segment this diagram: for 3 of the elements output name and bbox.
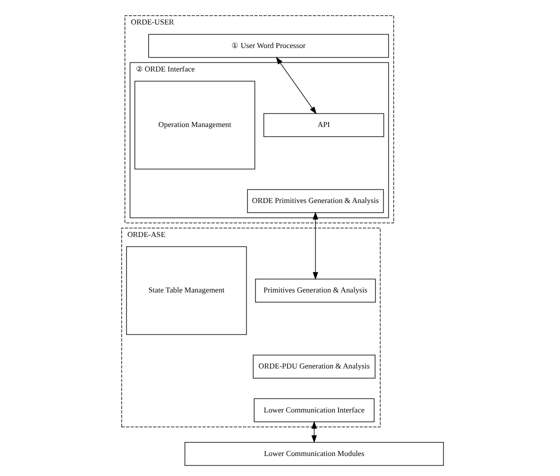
arrow (311, 421, 317, 444)
arrow (312, 212, 318, 280)
arrow (276, 56, 317, 114)
